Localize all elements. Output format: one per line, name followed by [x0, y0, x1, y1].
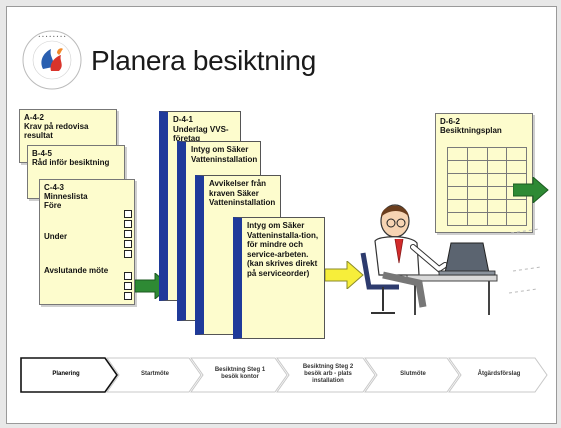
dashed-line-decoration [508, 228, 542, 294]
step-label: Startmöte [140, 370, 169, 377]
doc-code: D-4-1 [173, 115, 194, 124]
step-label: Åtgärdsförslag [477, 370, 521, 377]
green-arrow-icon [513, 177, 549, 203]
doc-title: Råd inför besiktning [32, 158, 110, 167]
step-label: Planering [52, 370, 80, 377]
doc-code: C-4-3 [44, 183, 65, 192]
checkbox-icon [124, 282, 132, 290]
person-at-computer-icon [360, 204, 498, 315]
step-label: Besiktning Steg 2 besök arb - plats inst… [302, 363, 354, 384]
checkbox-icon [124, 210, 132, 218]
doc-title: Avvikelser från kraven Säker Vatteninsta… [209, 179, 276, 207]
slide-title: Planera besiktning [91, 45, 316, 76]
organization-logo-icon: • • • • • • • • [22, 30, 82, 90]
doc-under-label: Under [44, 232, 68, 241]
doc-fore-label: Före [44, 201, 62, 210]
process-step-besiktning-2[interactable]: Besiktning Steg 2 besök arb - plats inst… [285, 356, 371, 392]
checkbox-icon [124, 230, 132, 238]
yellow-arrow-icon [325, 261, 364, 289]
doc-title: Intyg om Säker Vatteninstallation [191, 145, 258, 164]
doc-title: Underlag VVS-företag [173, 124, 229, 144]
process-step-planering[interactable]: Planering [21, 356, 111, 392]
doc-code: A-4-2 [24, 113, 45, 122]
step-label: Slutmöte [400, 370, 426, 377]
process-step-slutmote[interactable]: Slutmöte [373, 356, 453, 392]
doc-title: Intyg om Säker Vatteninstalla-tion, för … [247, 221, 319, 278]
step-label: Besiktning Steg 1 besök kontor [214, 367, 266, 380]
process-step-atgardsforslag[interactable]: Åtgärdsförslag [457, 356, 541, 392]
doc-code: D-6-2 [440, 117, 461, 126]
doc-avslut-label: Avslutande möte [44, 266, 109, 275]
doc-code: B-4-5 [32, 149, 53, 158]
process-flow: Planering Startmöte Besiktning Steg 1 be… [19, 356, 549, 394]
svg-text:• • • • • • • •: • • • • • • • • [38, 34, 66, 39]
doc-title: Besiktningsplan [440, 126, 502, 135]
plan-grid-table [447, 147, 527, 226]
slide: • • • • • • • • Planera besiktning A-4-2… [6, 6, 557, 424]
doc-title: Krav på redovisa resultat [24, 122, 89, 140]
doc-title: Minneslista [44, 192, 88, 201]
document-c-4-3: C-4-3 Minneslista Före Under Avslutande … [39, 179, 135, 305]
checkbox-icon [124, 220, 132, 228]
process-step-besiktning-1[interactable]: Besiktning Steg 1 besök kontor [199, 356, 281, 392]
checkbox-icon [124, 250, 132, 258]
checkbox-icon [124, 272, 132, 280]
process-step-startmote[interactable]: Startmöte [115, 356, 195, 392]
checkbox-icon [124, 240, 132, 248]
checkbox-column [124, 210, 132, 260]
document-intyg-service: Intyg om Säker Vatteninstalla-tion, för … [233, 217, 325, 339]
checkbox-icon [124, 292, 132, 300]
checkbox-column [124, 272, 132, 302]
process-chevrons-icon [20, 357, 548, 393]
